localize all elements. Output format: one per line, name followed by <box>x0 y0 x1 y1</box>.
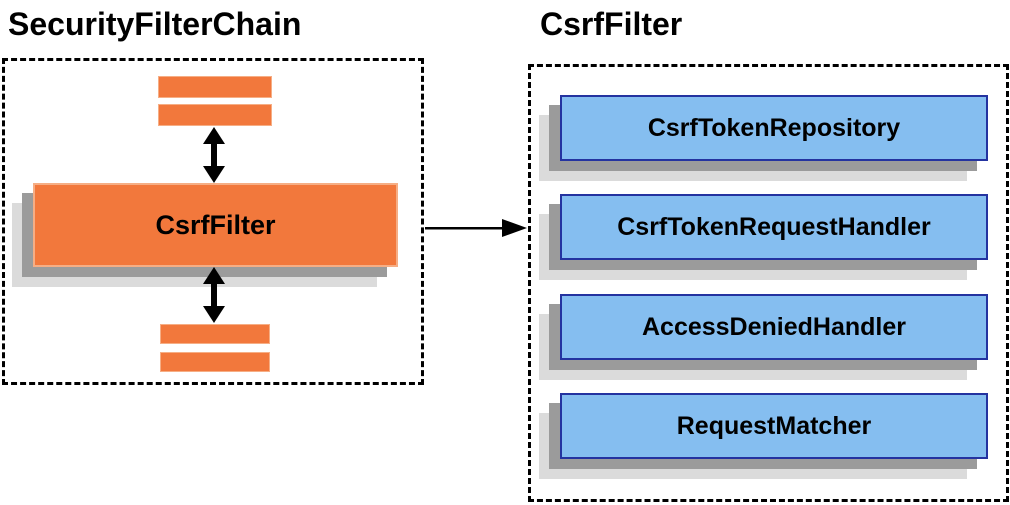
component-label: RequestMatcher <box>676 411 872 440</box>
csrf-filter-box: CsrfFilter <box>33 183 398 267</box>
filter-placeholder-bar-1 <box>158 76 272 98</box>
csrf-filter-box-label: CsrfFilter <box>155 209 276 240</box>
filter-placeholder-bar-2 <box>158 104 272 126</box>
component-label: CsrfTokenRepository <box>647 113 901 142</box>
component-box-csrf-token-request-handler: CsrfTokenRequestHandler <box>560 194 988 260</box>
filter-placeholder-bar-3 <box>160 324 270 344</box>
component-label: AccessDeniedHandler <box>641 312 906 341</box>
component-box-request-matcher: RequestMatcher <box>560 393 988 459</box>
component-label: CsrfTokenRequestHandler <box>617 212 931 241</box>
security-filter-chain-title: SecurityFilterChain <box>8 6 302 42</box>
csrf-filter-title: CsrfFilter <box>540 6 683 42</box>
arrow-to-csrf-components-icon <box>425 219 527 237</box>
security-filter-chain-container <box>2 58 424 385</box>
component-box-access-denied-handler: AccessDeniedHandler <box>560 294 988 360</box>
component-box-csrf-token-repository: CsrfTokenRepository <box>560 95 988 161</box>
csrf-filter-components-container <box>528 64 1009 502</box>
filter-placeholder-bar-4 <box>160 352 270 372</box>
